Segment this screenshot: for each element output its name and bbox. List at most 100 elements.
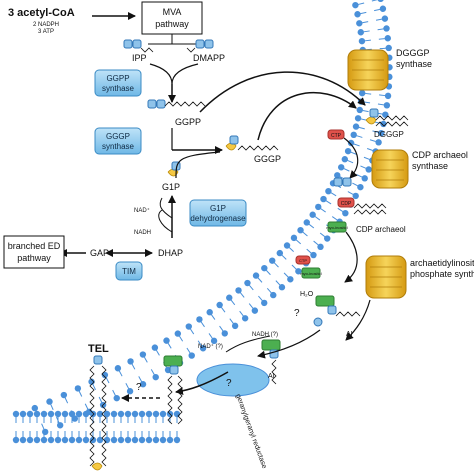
lipid-tail — [353, 143, 360, 147]
lipid-tail — [186, 347, 191, 354]
lipid-head — [89, 436, 97, 444]
lipid-tail — [155, 349, 160, 356]
lipid-tail — [352, 182, 358, 187]
lipid-head — [359, 89, 366, 97]
cdp-to-aip-arrow — [344, 231, 358, 283]
lipid-tail — [288, 247, 294, 252]
lipid-tail — [331, 216, 338, 221]
lipid-head — [297, 226, 304, 234]
lipid-head — [54, 410, 62, 418]
lipid-head — [361, 175, 368, 182]
lipid-head — [341, 156, 349, 163]
ggpp-label: GGPP — [175, 117, 201, 127]
lipid-head — [75, 410, 83, 418]
lipid-head — [12, 410, 20, 418]
lipid-tail — [364, 101, 371, 104]
lipid-head — [139, 381, 147, 388]
question-mark-3: ? — [136, 382, 142, 393]
lipid-tail — [105, 377, 110, 384]
lipid-tail — [230, 299, 236, 306]
gggp-synthase-line1: GGGP — [106, 132, 130, 141]
lipid-head — [163, 337, 170, 344]
g1p-dh-line1: G1P — [210, 204, 226, 213]
lipid-head — [317, 243, 324, 251]
lipid-head — [47, 410, 55, 418]
lipid-tail — [240, 292, 245, 298]
lipid-tail — [347, 159, 354, 164]
lipid-head — [159, 410, 167, 418]
ggpp-synthase-line1: GGPP — [106, 74, 129, 83]
h2o-label: H₂O — [300, 291, 314, 298]
lipid-head — [252, 272, 260, 279]
lipid-head — [33, 436, 41, 444]
lipid-tail — [363, 30, 370, 33]
lipid-tail — [374, 8, 381, 12]
lipid-tail — [200, 321, 205, 328]
lipid-head — [210, 337, 218, 345]
lipid-tail — [266, 288, 272, 294]
question-mark-2: ? — [226, 378, 232, 389]
lipid-head — [375, 139, 382, 146]
lipid-head — [31, 404, 39, 412]
lipid-tail — [275, 280, 281, 286]
ais-line1: archaetidylinositol — [410, 258, 474, 268]
lipid-tail — [178, 335, 184, 342]
lipid-head — [117, 410, 125, 418]
lipid-head — [380, 120, 387, 128]
lipid-tail — [369, 139, 376, 142]
lipid-tail — [360, 165, 367, 169]
lipid-head — [276, 249, 284, 257]
lipid-head — [103, 410, 111, 418]
g1p-dh-line2: dehydrogenase — [190, 214, 246, 223]
lipid-head — [226, 294, 233, 301]
lipid-head — [71, 415, 79, 422]
lipid-tail — [138, 376, 143, 382]
lipid-head — [89, 410, 97, 418]
lipid-head — [384, 92, 392, 100]
ctp-to-ppi-arrow — [343, 137, 359, 179]
lipid-head — [173, 410, 181, 418]
lipid-tail — [167, 342, 172, 349]
myo-inositol-label-2: myo-inositol — [300, 271, 321, 276]
lipid-tail — [219, 325, 224, 332]
lipid-tail — [350, 151, 357, 155]
lipid-head — [290, 234, 298, 242]
acetyl-coa-label: 3 acetyl-CoA — [8, 7, 75, 19]
lipid-head — [357, 29, 364, 36]
lipid-tail — [150, 369, 155, 375]
lipid-head — [381, 15, 389, 22]
lipid-head — [151, 344, 159, 351]
lipid-head — [185, 323, 192, 330]
lipid-tail — [365, 92, 372, 95]
lipid-head — [152, 373, 159, 381]
lipid-head — [139, 351, 147, 358]
lipid-head — [357, 183, 364, 191]
branched-line2: pathway — [17, 253, 51, 263]
lipid-tail — [239, 310, 244, 317]
lipid-head — [356, 20, 363, 27]
lipid-head — [261, 264, 268, 272]
lipid-head — [347, 139, 355, 147]
lipid-tail — [41, 423, 45, 430]
gggp-synthase-enzyme — [94, 127, 142, 155]
lipid-tail — [273, 262, 279, 268]
lipid-head — [12, 436, 20, 444]
lipid-tail — [377, 103, 384, 106]
lipid-head — [287, 276, 294, 283]
lipid-tail — [112, 389, 116, 396]
lipid-head — [56, 422, 64, 429]
nad-plus-label: NAD⁺ — [134, 207, 150, 214]
lipid-head — [251, 307, 259, 314]
lipid-head — [303, 219, 310, 226]
lipid-head — [295, 268, 302, 275]
lipid-head — [383, 102, 391, 109]
lipid-head — [358, 37, 366, 45]
lipid-head — [33, 410, 41, 418]
lipid-head — [377, 129, 385, 137]
lipid-head — [342, 209, 349, 217]
lipid-head — [40, 436, 48, 444]
lipid-tail — [78, 390, 83, 397]
lipid-head — [384, 35, 391, 42]
lipid-head — [235, 287, 242, 294]
lipid-head — [350, 131, 357, 139]
